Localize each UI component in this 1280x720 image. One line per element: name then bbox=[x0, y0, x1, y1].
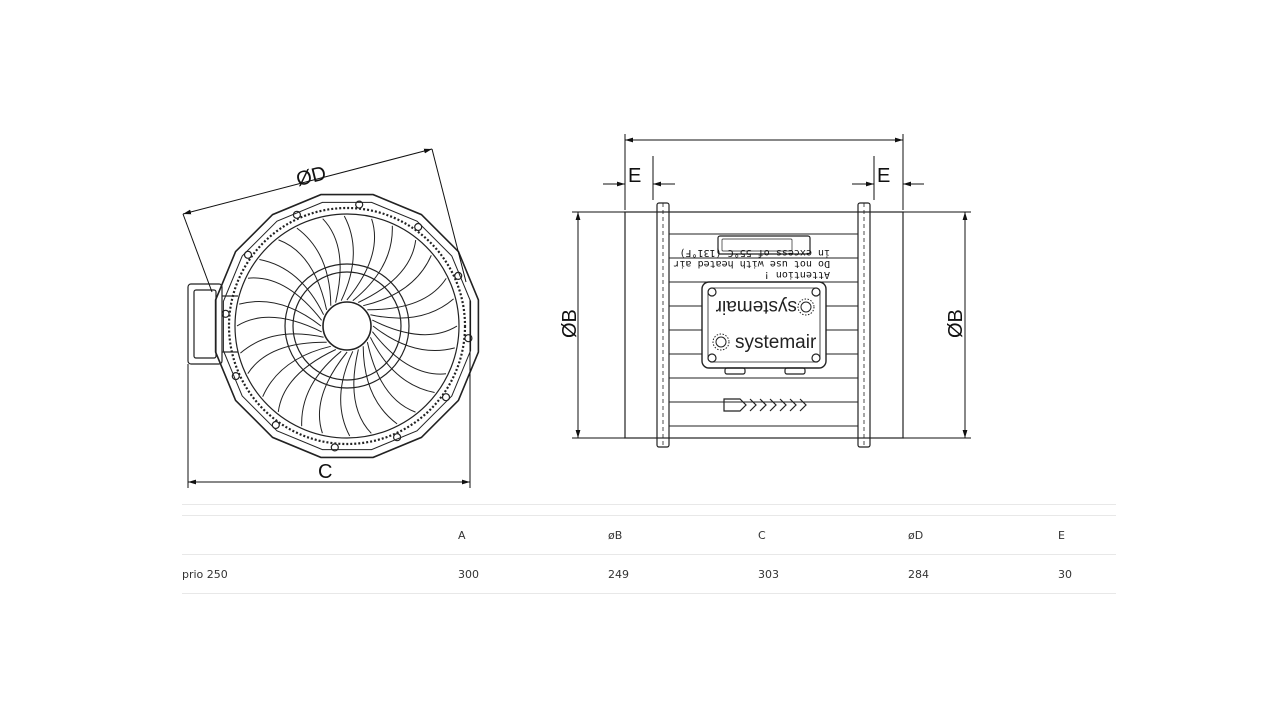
table-row: prio 250 300 249 303 284 30 bbox=[182, 554, 1116, 594]
warning-label: Attention ! Do not use with heated air i… bbox=[673, 247, 830, 280]
blade bbox=[366, 337, 435, 413]
blade bbox=[372, 325, 455, 375]
side-view-dimensions bbox=[572, 134, 971, 439]
airflow-direction-arrows bbox=[723, 398, 807, 412]
table-header-cell: A bbox=[458, 515, 608, 555]
dim-label-e-left: E bbox=[628, 165, 641, 187]
table-cell: 303 bbox=[758, 554, 908, 594]
table-header-cell: E bbox=[1058, 515, 1116, 555]
blade bbox=[236, 316, 324, 354]
bolt bbox=[271, 420, 280, 430]
dim-label-diameter-d: ØD bbox=[294, 162, 328, 191]
bolt bbox=[464, 334, 473, 343]
bolt bbox=[243, 250, 253, 259]
table-header-cell: C bbox=[758, 515, 908, 555]
blade bbox=[370, 298, 458, 336]
technical-drawing: ØD C bbox=[182, 134, 971, 488]
fan-casing-inner bbox=[222, 201, 472, 451]
bolt bbox=[454, 271, 463, 280]
brand-upper-mirrored: systemair bbox=[715, 296, 797, 317]
bolt bbox=[330, 443, 339, 452]
blade bbox=[259, 239, 328, 315]
blade bbox=[247, 341, 331, 397]
inner-ring-2 bbox=[292, 271, 402, 381]
front-view-dimensions bbox=[182, 148, 471, 488]
table-header-row: A øB C øD E bbox=[182, 515, 1116, 555]
table-cell: 249 bbox=[608, 554, 758, 594]
control-box bbox=[701, 281, 827, 369]
dim-label-c: C bbox=[318, 461, 332, 483]
table-cell: 300 bbox=[458, 554, 608, 594]
blade bbox=[340, 215, 375, 301]
table-header-cell: øD bbox=[908, 515, 1058, 555]
front-view bbox=[187, 193, 480, 459]
inner-ring bbox=[284, 263, 410, 389]
table-cell: 284 bbox=[908, 554, 1058, 594]
blade bbox=[353, 346, 398, 434]
dim-label-b-right: ØB bbox=[945, 309, 967, 338]
blade bbox=[277, 349, 342, 427]
bolt bbox=[292, 210, 301, 219]
bolt bbox=[393, 433, 402, 442]
dimensions-table: A øB C øD E prio 250 300 249 303 284 30 bbox=[182, 504, 1116, 594]
blade bbox=[296, 218, 341, 306]
side-view bbox=[624, 202, 904, 448]
bolt bbox=[231, 372, 240, 381]
table-header-cell: øB bbox=[608, 515, 758, 555]
serrated-ring bbox=[227, 206, 467, 446]
bolt bbox=[441, 393, 451, 402]
impeller-ring bbox=[234, 213, 460, 439]
duct-body bbox=[624, 211, 904, 439]
blade bbox=[239, 277, 322, 327]
fan-casing bbox=[214, 193, 480, 459]
brand-lower: systemair bbox=[735, 332, 817, 353]
warning-line-3: in excess of 55°C (131°F) bbox=[679, 247, 830, 258]
bolt bbox=[221, 309, 230, 318]
blade bbox=[352, 225, 417, 303]
blade bbox=[363, 255, 447, 311]
label-window bbox=[717, 235, 811, 255]
bolt bbox=[414, 222, 423, 232]
table-cell: prio 250 bbox=[182, 554, 458, 594]
junction-box bbox=[187, 283, 238, 365]
warning-line-1: Attention ! bbox=[764, 269, 830, 280]
table-cell: 30 bbox=[1058, 554, 1116, 594]
dim-label-b-left: ØB bbox=[559, 309, 581, 338]
hub bbox=[322, 301, 372, 351]
dim-label-e-right: E bbox=[877, 165, 890, 187]
systemair-logo-icon bbox=[712, 298, 815, 351]
blade bbox=[319, 351, 354, 437]
table-header-cell bbox=[182, 515, 458, 555]
impeller-blades bbox=[236, 215, 458, 437]
warning-line-2: Do not use with heated air bbox=[673, 258, 830, 269]
